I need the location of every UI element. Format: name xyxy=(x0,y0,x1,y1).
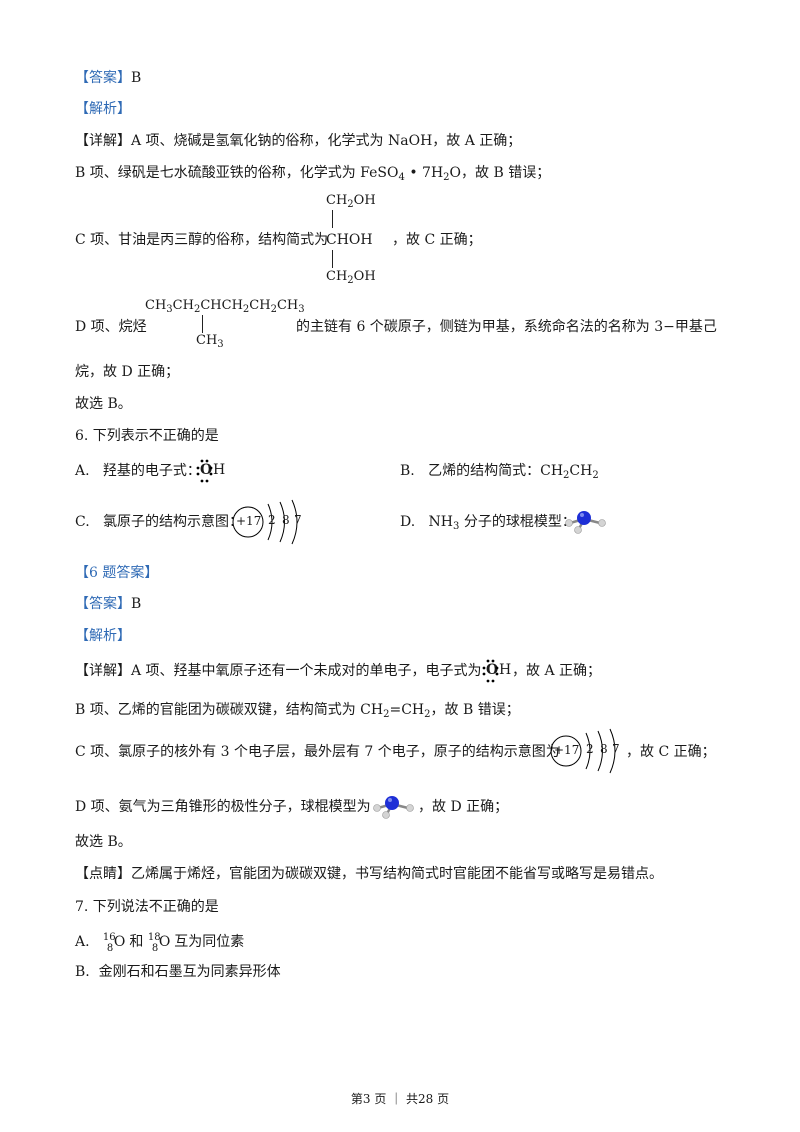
q5-b-text-2: • 7H xyxy=(404,165,444,181)
q6-detail-c: C 项、氯原子的核外有 3 个电子层，最外层有 7 个电子，原子的结构示意图为 xyxy=(75,744,560,760)
q6-answer-line: 【答案】B xyxy=(75,594,141,614)
q5-b-sub-2: 2 xyxy=(443,172,450,183)
q5-conclusion: 故选 B。 xyxy=(75,396,132,412)
q5-c-text-2: ，故 C 正确； xyxy=(392,232,482,248)
glycerol-mid: CHOH xyxy=(326,232,373,248)
q6-c-text-2: ，故 C 正确； xyxy=(626,744,716,760)
answer-line: 【答案】B xyxy=(75,68,141,88)
analysis-tag: 【解析】 xyxy=(75,101,131,117)
alkane-chain: CH3CH2CHCH2CH2CH3 xyxy=(145,298,305,315)
q6-detail-b: B 项、乙烯的官能团为碳碳双键，结构简式为 CH2=CH2，故 B 错误； xyxy=(75,702,520,720)
ammonia-ball-stick-icon xyxy=(565,511,606,534)
answer-tag: 【答案】 xyxy=(75,70,131,86)
q6-analysis-tag: 【解析】 xyxy=(75,628,131,644)
q6-opt-c: C. 氯原子的结构示意图： xyxy=(75,514,244,530)
q6-tip: 【点睛】乙烯属于烯烃，官能团为碳碳双键，书写结构简式时官能团不能省写或略写是易错… xyxy=(75,864,663,884)
hydroxyl-electron-dot-icon-2: O H xyxy=(482,659,512,683)
q5-d-text-2: 的主链有 6 个碳原子，侧链为甲基，系统命名法的名称为 3−甲基己 xyxy=(296,319,717,335)
q6-conclusion: 故选 B。 xyxy=(75,834,132,850)
q5-b-sub-1: 4 xyxy=(398,172,405,183)
q5-d-text-3: 烷，故 D 正确； xyxy=(75,364,180,380)
tip-text: 乙烯属于烯烃，官能团为碳碳双键，书写结构简式时官能团不能省写或略写是易错点。 xyxy=(131,866,663,882)
glycerol-top: CH2OH xyxy=(326,193,376,210)
page-footer: 第3 页 ｜ 共28 页 xyxy=(350,1092,450,1106)
q6-detail-a: 【详解】A 项、羟基中氧原子还有一个未成对的单电子，电子式为 xyxy=(75,663,482,679)
q5-c-text-1: C 项、甘油是丙三醇的俗称，结构简式为 xyxy=(75,232,329,248)
q6-answer-tag: 【答案】 xyxy=(75,596,131,612)
tip-tag: 【点睛】 xyxy=(75,866,131,882)
detail-tag: 【详解】 xyxy=(75,133,131,149)
q5-b-text-1: B 项、绿矾是七水硫酸亚铁的俗称，化学式为 FeSO xyxy=(75,165,399,181)
alkane-branch-bond xyxy=(202,315,203,333)
detail-d: D 项、烷烃 xyxy=(75,317,147,337)
q5-b-text-3: O，故 B 错误； xyxy=(449,165,551,181)
q6-answer-value: B xyxy=(131,596,142,612)
detail-c: C 项、甘油是丙三醇的俗称，结构简式为 xyxy=(75,230,328,250)
answer-value: B xyxy=(131,70,142,86)
q6-opt-a: A. 羟基的电子式： xyxy=(75,463,201,479)
hydroxyl-electron-dot-icon: O H xyxy=(196,459,226,483)
detail-a: 【详解】A 项、烧碱是氢氧化钠的俗称，化学式为 NaOH，故 A 正确； xyxy=(75,131,521,151)
q6-opt-d: D. NH3 分子的球棍模型： xyxy=(400,514,576,532)
q5-d-text-1: D 项、烷烃 xyxy=(75,319,147,335)
q6-a-text-2: ，故 A 正确； xyxy=(512,663,602,679)
glycerol-bot: CH2OH xyxy=(326,269,376,286)
q7-opt-b: B. 金刚石和石墨互为同素异形体 xyxy=(75,964,281,980)
chlorine-atom-diagram-icon: +17 2 8 7 xyxy=(232,498,310,546)
q5-a-text: A 项、烧碱是氢氧化钠的俗称，化学式为 NaOH，故 A 正确； xyxy=(131,133,522,149)
detail-b: B 项、绿矾是七水硫酸亚铁的俗称，化学式为 FeSO4 • 7H2O，故 B 错… xyxy=(75,163,550,188)
glycerol-bond-top xyxy=(332,210,333,228)
q6-section-tag: 【6 题答案】 xyxy=(75,565,159,581)
q7-stem: 7. 下列说法不正确的是 xyxy=(75,899,219,915)
q6-stem: 6. 下列表示不正确的是 xyxy=(75,428,219,444)
ammonia-ball-stick-icon-2 xyxy=(373,796,414,819)
q7-opt-a: A. 16 8 O 和 18 8 O 互为同位素 xyxy=(75,932,245,954)
q6-detail-d: D 项、氨气为三角锥形的极性分子，球棍模型为 xyxy=(75,799,371,815)
chlorine-atom-diagram-icon-2: +17 2 8 7 xyxy=(550,727,628,775)
q6-d-text-2: ，故 D 正确； xyxy=(418,799,509,815)
q6-opt-b: B. 乙烯的结构简式：CH2CH2 xyxy=(400,463,599,481)
glycerol-bond-bot xyxy=(332,250,333,268)
alkane-branch: CH3 xyxy=(196,333,224,350)
